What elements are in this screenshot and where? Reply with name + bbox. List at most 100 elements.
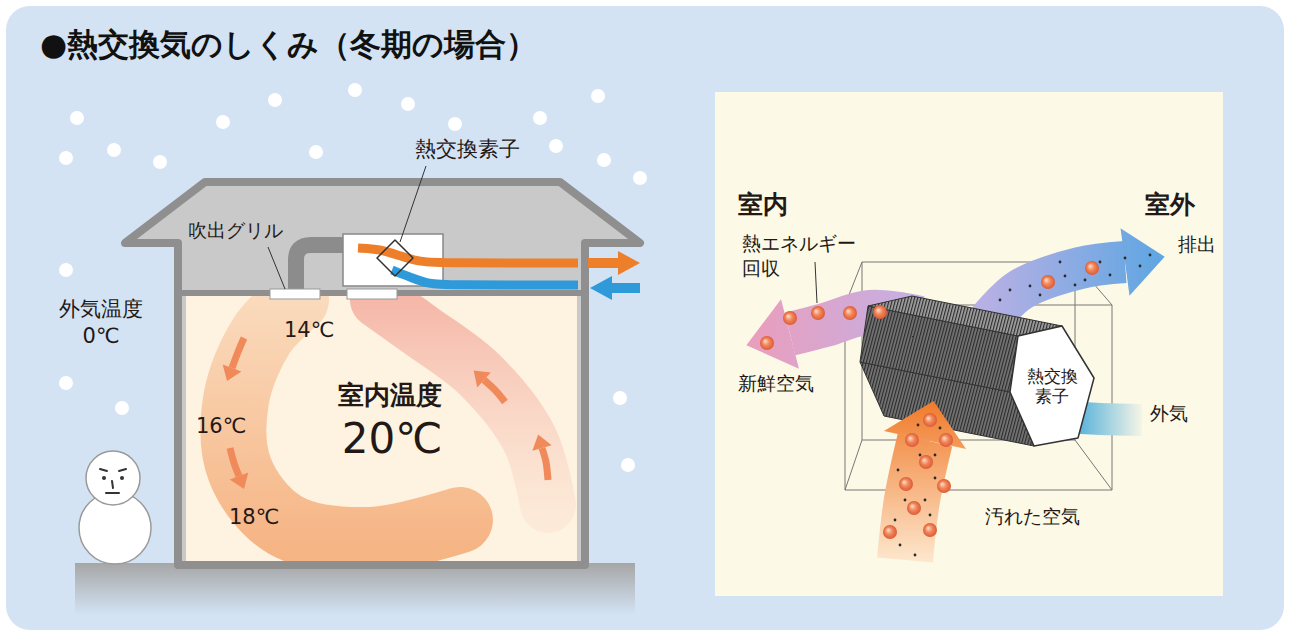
heat-particle	[919, 455, 933, 469]
arrow-head	[884, 401, 966, 449]
snowflake	[448, 117, 462, 131]
duct	[296, 245, 343, 291]
arrow-shaft	[612, 283, 640, 293]
leader-line	[268, 247, 285, 289]
ground	[75, 563, 635, 615]
arrow-head	[746, 299, 799, 369]
arrow-head	[618, 251, 640, 275]
core-top	[868, 296, 1062, 336]
arrow-head	[1121, 228, 1165, 295]
dirt-speck	[934, 477, 937, 480]
dirt-speck	[1064, 275, 1067, 278]
dirt-speck	[1084, 279, 1087, 282]
dirt-speck	[899, 544, 902, 547]
snowflake	[621, 458, 635, 472]
room-heading: 室内温度	[338, 380, 442, 411]
arrow-shaft	[542, 448, 548, 480]
snowflake	[59, 263, 73, 277]
heat-particle	[899, 477, 913, 491]
dirt-speck	[1124, 257, 1127, 260]
house-outline	[125, 182, 640, 565]
exhaust-arrow	[985, 228, 1165, 325]
dirt-speck	[1074, 284, 1077, 287]
snowflake	[268, 93, 282, 107]
arrow-head	[532, 435, 551, 451]
arrow-shaft	[232, 338, 244, 368]
arrow-shaft	[484, 380, 505, 402]
snowflake	[59, 151, 73, 165]
snowman-head	[86, 451, 140, 505]
flow-label: 排出	[1178, 233, 1216, 256]
dirt-speck	[904, 499, 907, 502]
arrow-head	[230, 472, 249, 489]
flow-label: 新鮮空気	[738, 372, 814, 395]
snowman-face	[112, 481, 113, 488]
flow-arrow	[532, 435, 551, 480]
dirt-speck	[1059, 261, 1062, 264]
snowflake	[591, 89, 605, 103]
dirt-speck	[1039, 294, 1042, 297]
heat-particle	[783, 311, 797, 325]
outdoor-temperature: 外気温度 0℃	[55, 296, 147, 351]
heat-particle	[937, 479, 951, 493]
callout-label: 吹出グリル	[188, 219, 283, 242]
intake-in-arrow	[590, 276, 640, 300]
dirt-speck	[1109, 274, 1112, 277]
temperature-label: 16℃	[196, 414, 246, 439]
heat-particle	[811, 306, 825, 320]
snowman-face	[119, 469, 126, 471]
snowflake	[107, 143, 121, 157]
snowflake	[533, 111, 547, 125]
dirt-speck	[1099, 261, 1102, 264]
snowman	[79, 451, 151, 564]
dirt-speck	[924, 499, 927, 502]
dirt-speck	[929, 514, 932, 517]
heat-particle	[760, 336, 774, 350]
heat-particle	[905, 433, 919, 447]
snowflake	[549, 139, 563, 153]
flow-label: 外気	[1150, 402, 1188, 425]
dirt-speck	[914, 554, 917, 557]
exchanger-label: 熱交換 素子	[1021, 366, 1083, 407]
heat-particle	[873, 305, 887, 319]
title: ●熱交換気のしくみ（冬期の場合）	[40, 26, 537, 63]
cube-edge	[1075, 440, 1112, 490]
heat-particle	[923, 413, 937, 427]
supply-grill	[270, 289, 320, 299]
snowman-face	[100, 469, 107, 471]
cube-front	[845, 305, 1112, 490]
side-heading: 室内	[738, 190, 788, 220]
dirt-speck	[934, 454, 937, 457]
room-airflow	[233, 300, 548, 540]
exchanger-diamond	[377, 240, 413, 276]
snowflake	[633, 171, 647, 185]
room: 室内温度20℃	[186, 296, 577, 561]
dirt-speck	[1139, 265, 1142, 268]
snowflake	[613, 391, 627, 405]
snowflake	[70, 111, 84, 125]
snowman-face	[106, 492, 119, 494]
stale-air-arrow	[884, 401, 966, 560]
dirt-speck	[894, 519, 897, 522]
callout-label: 熱交換素子	[415, 137, 520, 162]
arrow-head	[590, 276, 612, 300]
detail-panel	[715, 92, 1223, 596]
leader-line	[400, 166, 426, 242]
dirt-speck	[1029, 285, 1032, 288]
snowflake	[348, 83, 362, 97]
flow-arrow	[230, 448, 249, 489]
heat-particle	[907, 501, 921, 515]
snowflake	[309, 145, 323, 159]
snowflake	[401, 97, 415, 111]
dirt-speck	[939, 427, 942, 430]
heat-particle	[883, 525, 897, 539]
exhaust-out-arrow	[588, 251, 640, 275]
dirt-specks	[894, 254, 1152, 557]
arrow-head	[474, 371, 491, 388]
arrow-shaft	[588, 258, 618, 268]
temperature-label: 18℃	[229, 505, 279, 530]
flow-label: 汚れた空気	[985, 505, 1080, 528]
